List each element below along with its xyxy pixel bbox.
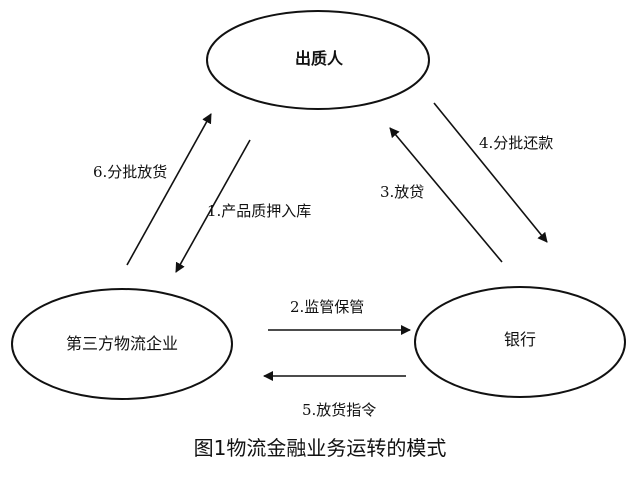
node-bank-label: 银行 bbox=[504, 330, 537, 349]
arrow-edge-1 bbox=[175, 139, 251, 273]
edge-label-3: 3.放贷 bbox=[380, 183, 425, 201]
node-pledger-label: 出质人 bbox=[295, 49, 344, 68]
edge-label-5: 5.放货指令 bbox=[302, 401, 377, 419]
node-logistics-ellipse bbox=[11, 288, 233, 400]
node-pledger-ellipse bbox=[206, 10, 430, 110]
edge-label-2: 2.监管保管 bbox=[290, 298, 365, 316]
arrow-edge-4 bbox=[433, 102, 548, 243]
edge-label-1: 1.产品质押入库 bbox=[207, 202, 312, 220]
edge-label-6: 6.分批放货 bbox=[93, 163, 168, 181]
edge-label-4: 4.分批还款 bbox=[479, 134, 554, 152]
arrow-edge-3 bbox=[389, 127, 503, 263]
node-bank-ellipse bbox=[414, 286, 626, 398]
arrow-edge-6 bbox=[126, 113, 212, 266]
figure-caption: 图1物流金融业务运转的模式 bbox=[193, 436, 447, 460]
node-logistics-label: 第三方物流企业 bbox=[66, 334, 179, 353]
